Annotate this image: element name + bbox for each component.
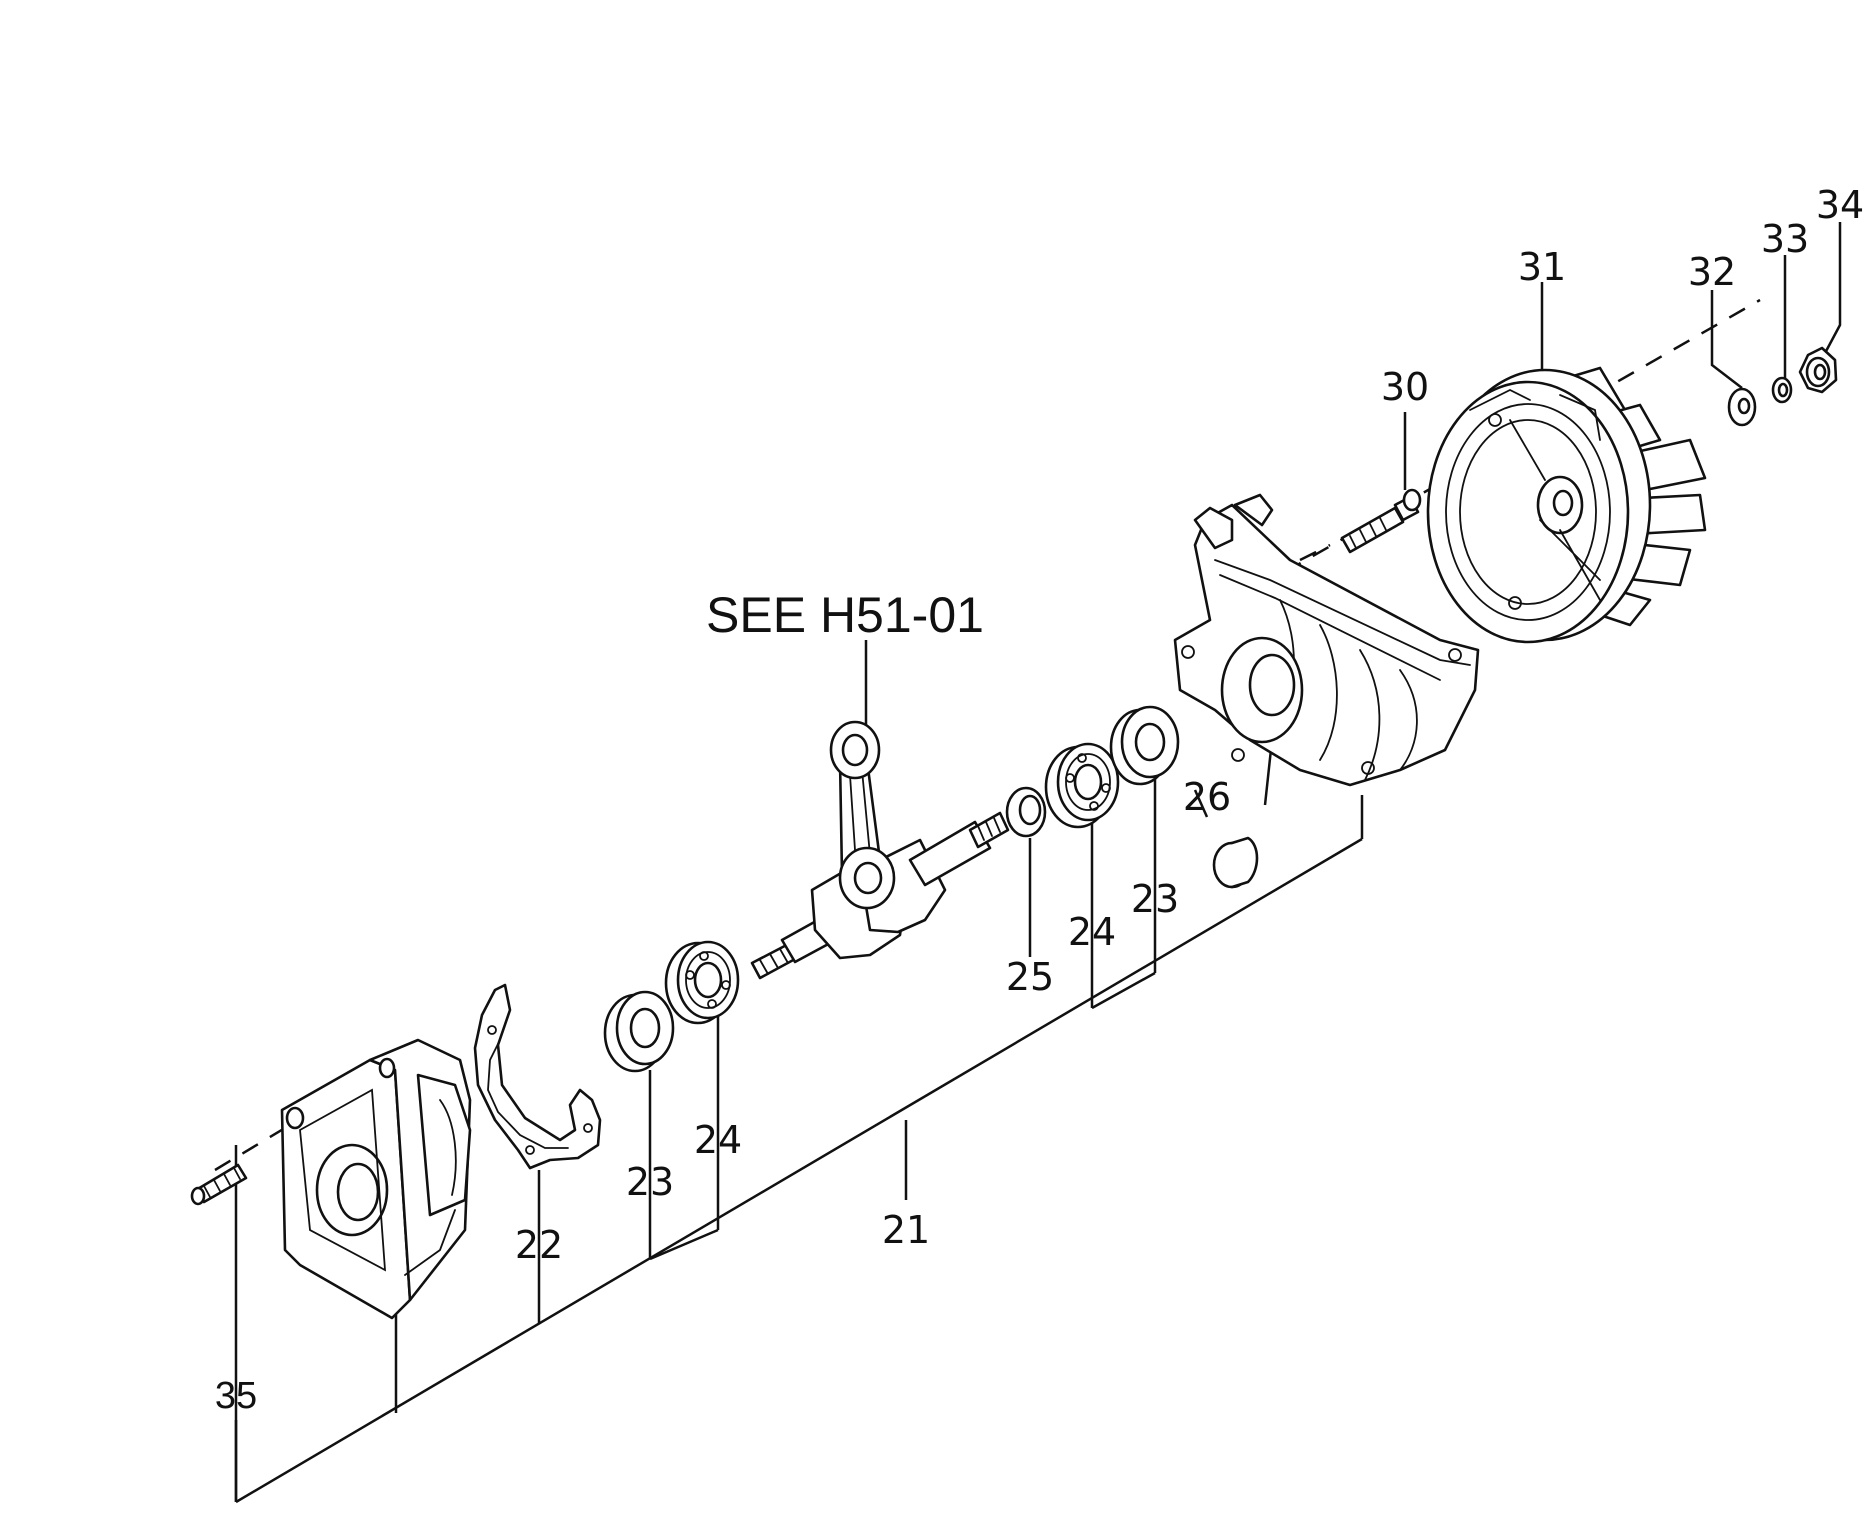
callout-23b: 23	[1131, 877, 1179, 921]
left-crankcase-housing	[280, 1038, 472, 1320]
nut-34	[1798, 346, 1838, 394]
plug-26	[1212, 836, 1259, 889]
right-crankcase-housing	[1173, 493, 1480, 787]
callout-22: 22	[515, 1223, 563, 1267]
callout-25: 25	[1006, 955, 1054, 999]
reference-note-label: SEE H51-01	[706, 587, 984, 643]
callout-24a: 24	[694, 1118, 742, 1162]
callout-21: 21	[882, 1208, 930, 1252]
oil-seal-23b	[1109, 705, 1180, 786]
bolt-30	[1340, 488, 1422, 554]
lock-washer-33	[1771, 376, 1793, 404]
callout-34: 34	[1816, 183, 1864, 227]
gasket-22	[473, 983, 602, 1170]
thrust-washer-25	[1005, 786, 1047, 838]
leader-32	[1710, 290, 1743, 389]
stud-bolt-35	[190, 1163, 248, 1206]
assembly-line-21	[235, 837, 1363, 1504]
callout-31: 31	[1518, 245, 1566, 289]
stud-axis-line	[214, 1123, 291, 1172]
callout-24b: 24	[1068, 910, 1116, 954]
callout-labels: SEE H51-01 21 22 23 24 25 24 23 26 30 31…	[215, 183, 1864, 1417]
washer-32	[1727, 387, 1757, 427]
callout-23a: 23	[626, 1160, 674, 1204]
leader-lines	[214, 222, 1842, 1504]
ball-bearing-24a	[664, 940, 740, 1025]
ball-bearing-24b	[1044, 742, 1120, 829]
leader-34	[1822, 222, 1842, 356]
flywheel-31	[1426, 366, 1707, 644]
callout-33: 33	[1761, 217, 1809, 261]
callout-26: 26	[1183, 775, 1231, 819]
crankshaft-and-connecting-rod	[750, 720, 1010, 980]
callout-32: 32	[1688, 250, 1736, 294]
leader-26	[1193, 789, 1209, 818]
callout-30: 30	[1381, 365, 1429, 409]
oil-seal-23a	[603, 990, 675, 1073]
callout-35: 35	[215, 1375, 257, 1417]
